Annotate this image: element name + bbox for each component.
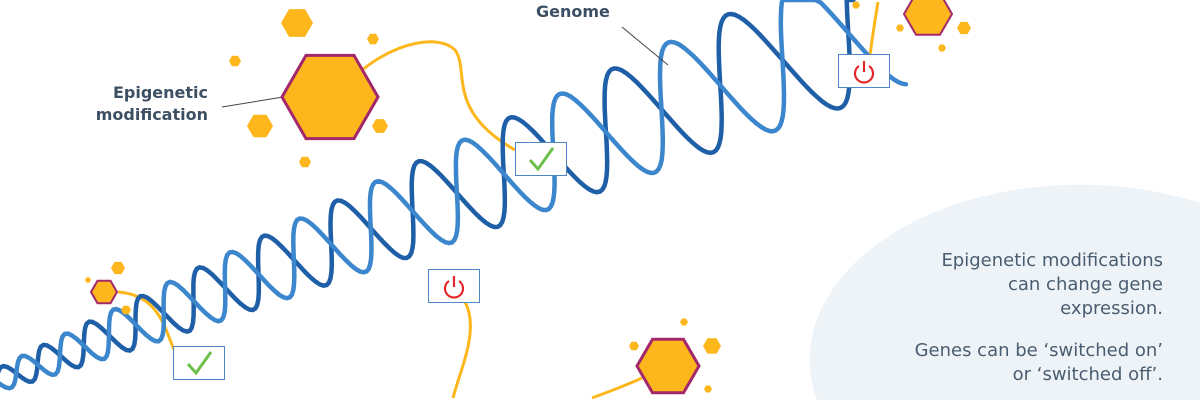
small-hexagon [111, 261, 125, 275]
epigenetic-modification-hexagon [635, 337, 701, 395]
epigenetic-modification-hexagon [89, 279, 119, 305]
small-hexagon [957, 21, 971, 35]
gene-on-marker [515, 142, 567, 176]
info-line: Epigenetic modifications [941, 250, 1163, 271]
small-hexagon [704, 385, 712, 393]
small-hexagon [121, 305, 131, 315]
small-hexagon [299, 156, 311, 168]
tether-lines [117, 1, 880, 400]
power-icon [443, 276, 465, 299]
info-text: Epigenetic modifications can change gene… [915, 249, 1163, 387]
check-icon [528, 147, 555, 172]
small-hexagon [372, 119, 388, 133]
small-hexagon [896, 24, 904, 32]
epigenetic-modification-label: Epigenetic modification [80, 82, 208, 126]
info-bubble [809, 184, 1200, 400]
small-hexagon [85, 277, 91, 283]
gene-on-marker [173, 346, 225, 380]
dna-strand [0, 0, 856, 384]
genome-label: Genome [536, 2, 610, 21]
label-line: modification [95, 105, 208, 124]
gene-off-marker [428, 269, 480, 303]
small-hexagon [367, 33, 379, 45]
small-hexagon [629, 341, 639, 351]
hexagons [85, 0, 971, 395]
label-pointer-line [621, 26, 669, 66]
tether-line [451, 301, 472, 399]
small-hexagon [703, 338, 721, 354]
gene-off-marker [838, 54, 890, 88]
small-hexagon [281, 9, 313, 37]
tether-line [868, 1, 880, 56]
info-line: can change gene [1007, 274, 1163, 295]
tether-line [361, 40, 516, 152]
check-icon [186, 351, 213, 376]
epigenetic-modification-hexagon [902, 0, 954, 36]
tether-line [117, 290, 177, 353]
power-icon [853, 61, 875, 84]
label-pointer-line [221, 96, 284, 108]
info-line: or ‘switched off’. [1012, 364, 1163, 385]
small-hexagon [938, 44, 946, 52]
small-hexagon [247, 114, 273, 138]
info-line: expression. [1060, 298, 1163, 319]
small-hexagon [852, 1, 860, 9]
small-hexagon [229, 55, 241, 67]
dna-helix [0, 0, 909, 391]
epigenetic-modification-hexagon [280, 53, 380, 141]
small-hexagon [680, 318, 688, 326]
label-line: Epigenetic [112, 83, 208, 102]
info-line: Genes can be ‘switched on’ [914, 340, 1163, 361]
tether-line [591, 376, 643, 400]
